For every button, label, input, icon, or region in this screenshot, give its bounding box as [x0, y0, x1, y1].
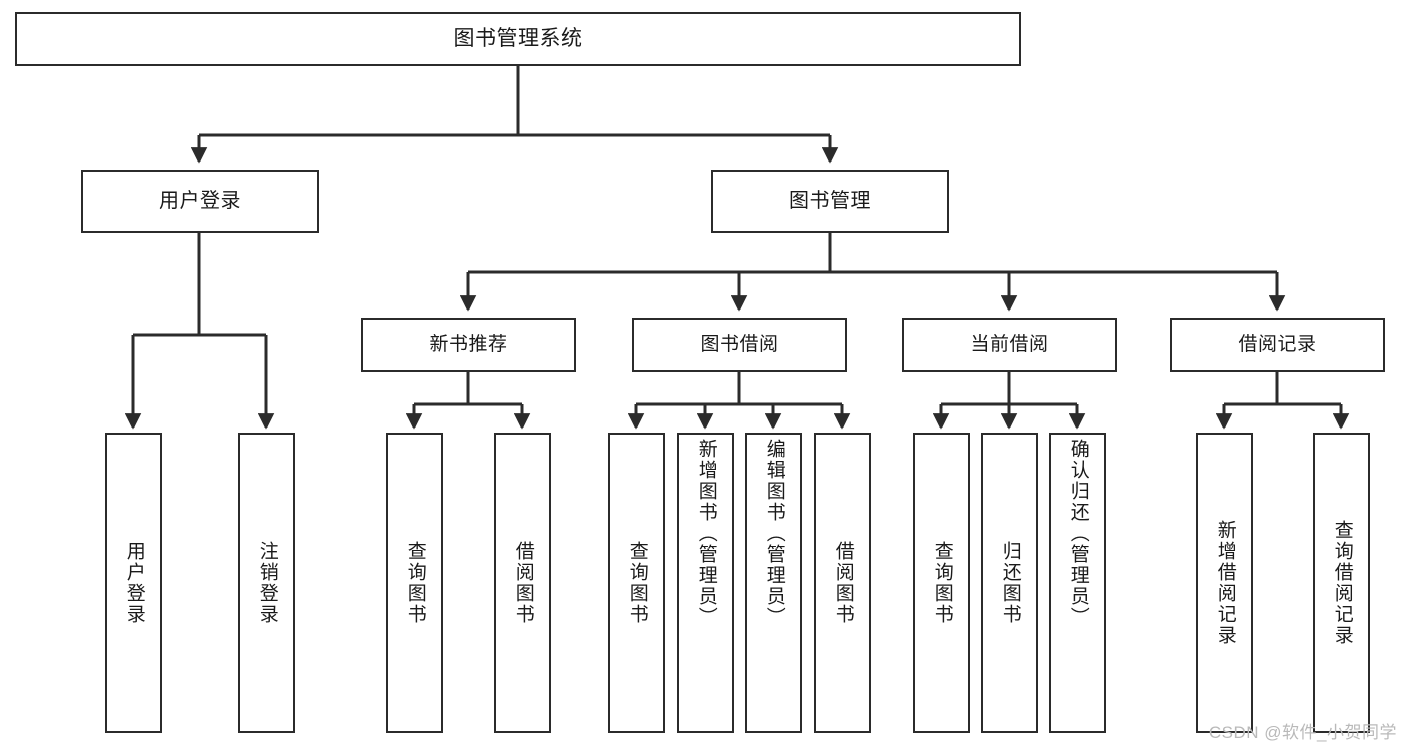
node-borrow-record[interactable]: 借阅记录	[1170, 318, 1385, 372]
node-current-borrow[interactable]: 当前借阅	[902, 318, 1117, 372]
node-label: 图书管理系统	[453, 26, 583, 50]
leaf-current-borrow-return-book[interactable]: 归还图书	[981, 433, 1038, 733]
node-label: 新增图书（管理员）	[695, 439, 717, 628]
node-label: 注销登录	[256, 541, 278, 625]
node-label: 图书借阅	[700, 334, 779, 356]
node-book-management[interactable]: 图书管理	[711, 170, 949, 233]
node-label: 图书管理	[789, 190, 871, 212]
node-label: 借阅记录	[1238, 334, 1317, 356]
leaf-user-login-logout[interactable]: 注销登录	[238, 433, 295, 733]
node-book-borrow[interactable]: 图书借阅	[632, 318, 847, 372]
leaf-current-borrow-query-book[interactable]: 查询图书	[913, 433, 970, 733]
node-label: 当前借阅	[970, 334, 1049, 356]
leaf-book-borrow-edit-book-admin[interactable]: 编辑图书（管理员）	[745, 433, 802, 733]
node-label: 查询图书	[404, 541, 426, 625]
node-new-book-recommend[interactable]: 新书推荐	[361, 318, 576, 372]
node-label: 查询图书	[931, 541, 953, 625]
leaf-book-borrow-query-book[interactable]: 查询图书	[608, 433, 665, 733]
node-label: 借阅图书	[832, 541, 854, 625]
node-label: 借阅图书	[512, 541, 534, 625]
leaf-book-borrow-borrow-book[interactable]: 借阅图书	[814, 433, 871, 733]
node-label: 查询图书	[626, 541, 648, 625]
node-user-login[interactable]: 用户登录	[81, 170, 319, 233]
leaf-book-borrow-add-book-admin[interactable]: 新增图书（管理员）	[677, 433, 734, 733]
node-label: 归还图书	[999, 541, 1021, 625]
leaf-borrow-record-add-record[interactable]: 新增借阅记录	[1196, 433, 1253, 733]
node-label: 新书推荐	[429, 334, 508, 356]
node-label: 确认归还（管理员）	[1067, 439, 1089, 628]
node-root-book-management-system[interactable]: 图书管理系统	[15, 12, 1021, 66]
leaf-user-login-login[interactable]: 用户登录	[105, 433, 162, 733]
node-label: 用户登录	[159, 190, 241, 212]
node-label: 查询借阅记录	[1331, 520, 1353, 646]
node-label: 新增借阅记录	[1214, 520, 1236, 646]
node-label: 用户登录	[123, 541, 145, 625]
leaf-new-book-query-book[interactable]: 查询图书	[386, 433, 443, 733]
leaf-current-borrow-confirm-return-admin[interactable]: 确认归还（管理员）	[1049, 433, 1106, 733]
node-label: 编辑图书（管理员）	[763, 439, 785, 628]
leaf-new-book-borrow-book[interactable]: 借阅图书	[494, 433, 551, 733]
leaf-borrow-record-query-record[interactable]: 查询借阅记录	[1313, 433, 1370, 733]
